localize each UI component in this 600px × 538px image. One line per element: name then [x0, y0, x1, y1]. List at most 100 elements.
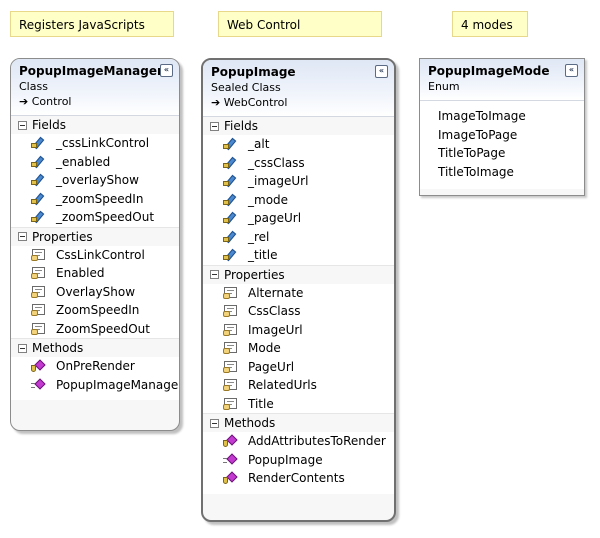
section-toggle-icon[interactable]	[210, 418, 219, 428]
collapse-icon[interactable]: «	[565, 64, 578, 77]
member-property[interactable]: ZoomSpeedOut	[11, 319, 179, 338]
section-toggle-icon[interactable]	[18, 232, 27, 241]
member-method[interactable]: RenderContents	[203, 469, 394, 488]
section-label: Properties	[32, 229, 93, 244]
member-method[interactable]: PopupImage	[203, 450, 394, 469]
member-label: _imageUrl	[248, 174, 309, 189]
class-header: PopupImage Sealed Class ➔ WebControl «	[203, 60, 394, 117]
member-label: PopupImageManager	[56, 377, 180, 392]
member-property[interactable]: CssLinkControl	[11, 245, 179, 264]
property-icon	[223, 286, 239, 300]
enum-value[interactable]: TitleToImage	[438, 164, 514, 179]
note-registers-javascripts: Registers JavaScripts	[10, 11, 174, 37]
member-property[interactable]: Enabled	[11, 264, 179, 283]
note-4-modes: 4 modes	[452, 11, 528, 37]
enum-value[interactable]: ImageToImage	[438, 109, 526, 123]
member-method[interactable]: AddAttributesToRender	[203, 432, 394, 451]
member-property[interactable]: Mode	[203, 339, 394, 358]
member-field[interactable]: _rel	[203, 227, 394, 246]
section-properties[interactable]: Properties	[11, 226, 179, 246]
section-toggle-icon[interactable]	[210, 270, 219, 279]
member-field[interactable]: _imageUrl	[203, 172, 394, 191]
section-properties[interactable]: Properties	[203, 264, 394, 284]
member-label: ImageUrl	[248, 322, 303, 337]
member-property[interactable]: ImageUrl	[203, 320, 394, 339]
note-text: 4 modes	[461, 18, 513, 32]
method-icon	[31, 359, 47, 373]
section-fields[interactable]: Fields	[11, 116, 179, 134]
member-label: ZoomSpeedOut	[56, 321, 150, 336]
enum-shape-popupimagemode[interactable]: PopupImageMode Enum « ImageToImage Image…	[419, 58, 585, 196]
note-text: Registers JavaScripts	[19, 18, 145, 32]
section-label: Fields	[32, 118, 66, 132]
note-text: Web Control	[227, 18, 301, 32]
enum-body: ImageToImage ImageToPage TitleToPage Tit…	[420, 100, 584, 189]
property-icon	[223, 304, 239, 318]
member-field[interactable]: _title	[203, 246, 394, 265]
member-property[interactable]: CssClass	[203, 302, 394, 321]
field-icon	[223, 211, 239, 225]
member-label: PopupImage	[248, 452, 323, 467]
class-body: Fields _alt _cssClass _imageUrl _mode _p…	[203, 117, 394, 494]
member-field[interactable]: _enabled	[11, 152, 179, 171]
field-icon	[31, 192, 47, 206]
class-shape-popupimage[interactable]: PopupImage Sealed Class ➔ WebControl « F…	[201, 58, 396, 522]
property-icon	[31, 303, 47, 317]
collapse-icon[interactable]: «	[375, 65, 388, 78]
member-property[interactable]: PageUrl	[203, 357, 394, 376]
field-icon	[223, 156, 239, 170]
member-field[interactable]: _mode	[203, 190, 394, 209]
member-property[interactable]: ZoomSpeedIn	[11, 301, 179, 320]
section-toggle-icon[interactable]	[18, 343, 27, 353]
collapse-icon[interactable]: «	[160, 64, 173, 77]
section-toggle-icon[interactable]	[18, 120, 27, 130]
section-fields[interactable]: Fields	[203, 117, 394, 135]
member-label: _cssLinkControl	[56, 136, 150, 151]
section-toggle-icon[interactable]	[210, 121, 219, 131]
constructor-icon	[223, 453, 239, 467]
section-label: Methods	[32, 341, 84, 355]
member-property[interactable]: Alternate	[203, 283, 394, 302]
member-label: CssClass	[248, 304, 301, 319]
class-base: ➔ Control	[19, 95, 72, 108]
enum-name: PopupImageMode	[428, 64, 550, 78]
member-field[interactable]: _zoomSpeedOut	[11, 208, 179, 227]
member-method[interactable]: PopupImageManager	[11, 375, 180, 394]
member-field[interactable]: _pageUrl	[203, 209, 394, 228]
class-kind: Class	[19, 80, 48, 93]
property-icon	[223, 360, 239, 374]
note-web-control: Web Control	[218, 11, 382, 37]
enum-value[interactable]: ImageToPage	[438, 127, 518, 142]
member-field[interactable]: _cssLinkControl	[11, 134, 179, 153]
member-field[interactable]: _cssClass	[203, 153, 394, 172]
member-field[interactable]: _overlayShow	[11, 171, 179, 190]
constructor-icon	[31, 378, 47, 392]
section-methods[interactable]: Methods	[203, 413, 394, 432]
member-label: _zoomSpeedOut	[56, 210, 155, 225]
property-icon	[31, 322, 47, 336]
member-label: Title	[248, 396, 274, 411]
class-header: PopupImageManager Class ➔ Control «	[11, 59, 179, 116]
member-label: ZoomSpeedIn	[56, 303, 140, 318]
enum-value[interactable]: TitleToPage	[438, 146, 506, 160]
member-property[interactable]: OverlayShow	[11, 282, 179, 301]
member-label: Enabled	[56, 266, 105, 281]
property-icon	[223, 341, 239, 355]
method-icon	[223, 471, 239, 485]
field-icon	[223, 230, 239, 244]
member-label: _mode	[248, 192, 289, 207]
field-icon	[31, 155, 47, 169]
member-label: Alternate	[248, 285, 304, 300]
member-method[interactable]: OnPreRender	[11, 357, 179, 376]
property-icon	[31, 248, 47, 262]
member-property[interactable]: RelatedUrls	[203, 376, 394, 395]
member-label: AddAttributesToRender	[248, 434, 386, 449]
section-label: Properties	[224, 267, 285, 282]
section-methods[interactable]: Methods	[11, 338, 179, 357]
member-property[interactable]: Title	[203, 394, 394, 413]
member-label: _alt	[248, 137, 270, 152]
class-shape-popupimagemanager[interactable]: PopupImageManager Class ➔ Control « Fiel…	[10, 58, 180, 431]
member-field[interactable]: _alt	[203, 135, 394, 154]
member-field[interactable]: _zoomSpeedIn	[11, 189, 179, 208]
section-label: Fields	[224, 119, 258, 133]
